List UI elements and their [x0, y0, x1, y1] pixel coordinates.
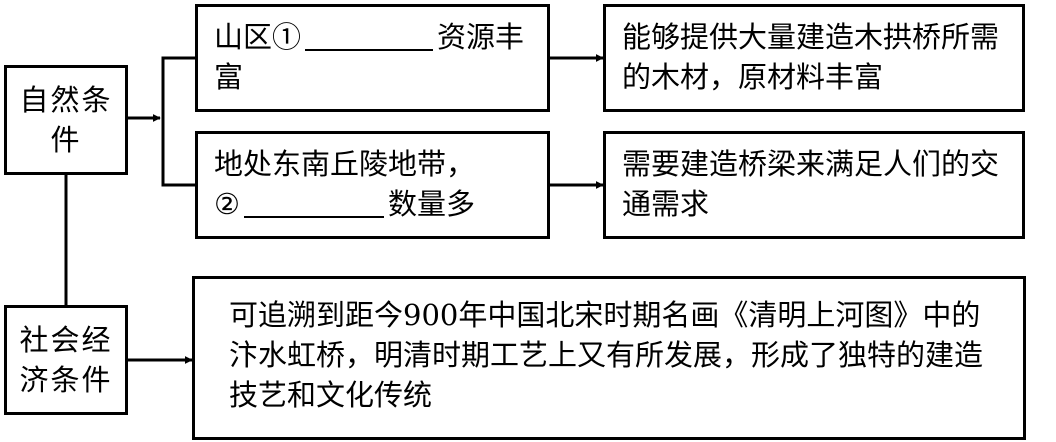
natural-conditions-label: 自然条件: [19, 83, 113, 157]
natural-item-1-marker: ①: [272, 20, 302, 54]
natural-item-2-box: 地处东南丘陵地带， ② 数量多: [195, 131, 550, 239]
bracket-line: [161, 56, 195, 187]
natural-result-2-text: 需要建造桥梁来满足人们的交通需求: [622, 147, 1000, 221]
natural-item-1-suffix: 资源丰富: [214, 20, 525, 94]
natural-conditions-box: 自然条件: [4, 65, 128, 175]
natural-item-1-prefix: 山区: [214, 20, 273, 54]
natural-item-2-suffix: 数量多: [388, 187, 476, 221]
natural-result-1-box: 能够提供大量建造木拱桥所需的木材，原材料丰富: [603, 4, 1025, 112]
social-conditions-box: 社会经济条件: [4, 305, 128, 415]
natural-item-2-marker: ②: [214, 187, 240, 221]
social-text-box: 可追溯到距今900年中国北宋时期名画《清明上河图》中的汴水虹桥，明清时期工艺上又…: [192, 276, 1026, 440]
blank-2[interactable]: [244, 188, 384, 218]
natural-item-2-prefix: 地处东南丘陵地带，: [214, 147, 476, 181]
natural-result-2-box: 需要建造桥梁来满足人们的交通需求: [603, 131, 1025, 239]
social-text: 可追溯到距今900年中国北宋时期名画《清明上河图》中的汴水虹桥，明清时期工艺上又…: [229, 298, 984, 412]
social-conditions-label: 社会经济条件: [19, 323, 113, 397]
blank-1[interactable]: [305, 21, 434, 51]
natural-result-1-text: 能够提供大量建造木拱桥所需的木材，原材料丰富: [622, 20, 1000, 94]
